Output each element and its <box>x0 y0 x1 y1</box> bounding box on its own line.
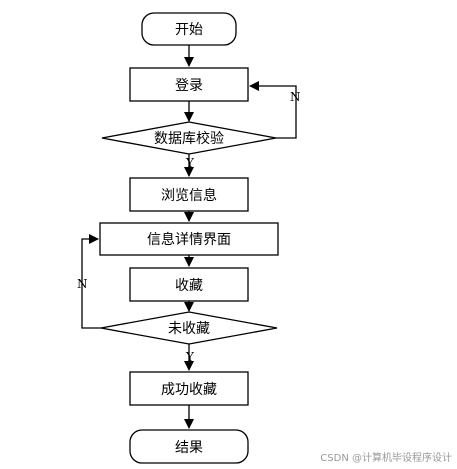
yes-label-2: Y <box>185 350 195 364</box>
db-check-label: 数据库校验 <box>154 130 224 147</box>
yes-label-1: Y <box>185 156 195 170</box>
start-label: 开始 <box>175 22 203 38</box>
browse-label: 浏览信息 <box>161 187 217 204</box>
loop-check-detail <box>81 234 101 329</box>
detail-box <box>99 222 279 256</box>
no-label-1: N <box>290 90 301 104</box>
end-label: 结果 <box>175 440 203 456</box>
loop-db-login <box>249 81 297 139</box>
login-label: 登录 <box>175 78 203 94</box>
success-label: 成功收藏 <box>161 382 217 398</box>
watermark: CSDN @计算机毕设程序设计 <box>320 451 452 464</box>
not-favorited-label: 未收藏 <box>168 321 210 337</box>
login-box <box>129 67 249 102</box>
no-label-2: N <box>77 277 88 291</box>
detail-label: 信息详情界面 <box>147 231 231 248</box>
end-node <box>129 429 249 464</box>
favorite-label: 收藏 <box>175 278 203 294</box>
